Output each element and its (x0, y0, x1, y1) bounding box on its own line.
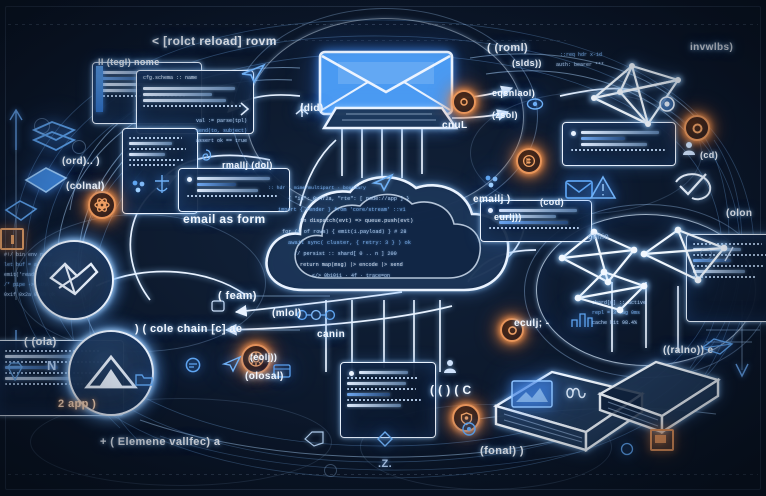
chat-icon[interactable] (184, 356, 202, 374)
slash-icon[interactable] (722, 244, 736, 264)
envelope-icon-left-3[interactable] (4, 198, 38, 224)
did-label: (did) (300, 103, 324, 114)
eurjj-label: eurlj)) (494, 212, 522, 222)
chevron-right-icon[interactable] (236, 100, 252, 118)
ralno-label: ((ralno)) e (663, 345, 714, 356)
colnal-label: (colnal) (66, 181, 105, 192)
rmall-dol-label: rmallj (dol) (222, 160, 273, 170)
bitcoin-icon[interactable] (516, 148, 542, 174)
fola-label: ( (ola) (24, 336, 57, 348)
from-label: ( (roml) (487, 42, 529, 54)
code-chain-label: ) ( cole chain [c] ae (135, 323, 243, 335)
folon-label: (olon (726, 208, 753, 219)
fonal-label: (fonal) ) (480, 445, 524, 457)
dot-ring-3 (324, 464, 337, 477)
emailj-label: emailj ) (473, 194, 511, 205)
dot-ring-1 (34, 118, 50, 134)
zsol-label: (zsol) (492, 110, 518, 120)
image-preview-icon[interactable] (510, 378, 554, 410)
invoke-label: invwlbs) (690, 42, 734, 53)
doc-panel-bottom-center[interactable] (340, 362, 436, 438)
send-icon-2[interactable] (371, 172, 394, 192)
ord-label: (ord).. ) (62, 156, 101, 167)
alert-dot-icon[interactable] (452, 90, 476, 114)
save-icon[interactable] (650, 429, 674, 451)
cenin2-label: cenin (588, 232, 610, 241)
panel-left-heading: ll (tegl) nome (98, 57, 160, 67)
warning-triangle-icon[interactable] (588, 173, 618, 203)
diamond-badge-icon[interactable] (34, 240, 114, 320)
eculj-label: eculj; - (514, 318, 550, 329)
check-icon[interactable] (672, 168, 716, 208)
sends-label: eqsnlaol) (492, 88, 536, 98)
node-dot-icon[interactable] (460, 420, 478, 438)
send-icon-3[interactable] (221, 354, 242, 374)
cnul-label: cnuL (442, 120, 468, 131)
folder-icon[interactable] (134, 370, 154, 388)
cc-label: ( ( ) ( C (430, 383, 472, 397)
network-graph-icon[interactable] (548, 224, 744, 314)
atom-icon[interactable] (88, 191, 116, 219)
flow-glyph-icon[interactable] (152, 173, 172, 197)
cd-label: (cd) (700, 150, 719, 160)
eolj-label: (eolj)) (250, 352, 278, 362)
envelope-icon-left-2[interactable] (24, 166, 68, 196)
send-icon[interactable] (240, 62, 266, 84)
mlol-label: (mlol) (272, 308, 302, 319)
user-icon-2[interactable] (443, 358, 457, 374)
cluster-dots-icon-2[interactable] (482, 172, 500, 190)
nn-label: N (47, 358, 57, 373)
zz-label: .Z. (378, 458, 393, 470)
dot-ring-4 (700, 248, 712, 260)
gem-icon[interactable] (6, 360, 24, 382)
box-marker-icon[interactable] (0, 228, 24, 250)
zapp-label: 2 app ) (58, 398, 97, 410)
top-center-banner: < [rolct reload] rovm (152, 34, 277, 48)
diamond-small-icon[interactable] (376, 430, 394, 448)
cod-label: (cod) (540, 197, 564, 207)
infinity-icon[interactable] (565, 382, 593, 404)
user-icon[interactable] (682, 140, 696, 156)
pill-nodes-icon[interactable] (296, 308, 336, 322)
canin-label: canin (317, 329, 346, 340)
spiral-icon[interactable] (196, 146, 216, 166)
feam-label: ( feam) (218, 290, 257, 302)
ring-accent-icon[interactable] (684, 115, 710, 141)
olosal-label: (olosal) (245, 371, 284, 382)
chart-icon[interactable] (570, 310, 594, 330)
eye-icon-2[interactable] (658, 95, 676, 113)
cluster-dots-icon[interactable] (129, 177, 147, 195)
email-as-form-label: email as form (183, 212, 266, 226)
tag-icon[interactable] (303, 430, 325, 448)
dot-ring-2 (72, 140, 86, 154)
panel-accent-bar (96, 66, 103, 112)
dot-indicator-icon[interactable] (618, 440, 636, 458)
slds-label: (slds)) (512, 58, 542, 68)
elem-validate-label: + ( Elemene vallfec) a (100, 436, 221, 448)
